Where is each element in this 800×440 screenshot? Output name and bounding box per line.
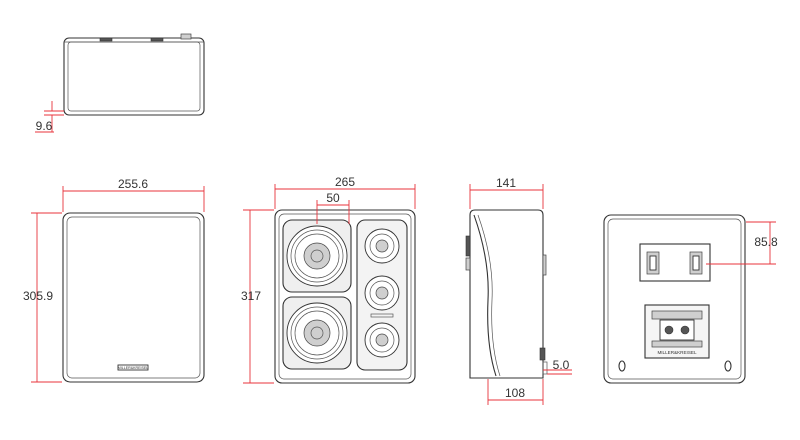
terminal-plate: MILLER&KREISEL: [644, 304, 710, 359]
dimension-side-base-depth-label: 108: [505, 386, 525, 400]
dimension-top-depth-label: 9.6: [36, 119, 53, 133]
front-logo-text: MILLER&KREISEL: [118, 366, 149, 370]
front-logo-badge: MILLER&KREISEL: [117, 364, 149, 371]
dimension-side-offset: 5.0: [543, 358, 572, 375]
wall-bracket: [639, 243, 711, 282]
dimension-rear-bracket-offset: 85.8: [706, 221, 778, 265]
dimension-side-depth-label: 141: [496, 176, 516, 190]
front-view-no-grille: [274, 209, 416, 384]
dimension-grille-off-width-label: 265: [335, 175, 355, 189]
tweeter-bottom: [364, 322, 400, 358]
side-view: [465, 209, 548, 379]
rear-logo-text: MILLER&KREISEL: [657, 350, 697, 355]
front-view: MILLER&KREISEL: [62, 212, 205, 383]
top-view: [63, 33, 205, 116]
dimension-grille-off-width: 265: [274, 175, 416, 209]
dimension-side-depth: 141: [469, 176, 544, 209]
tweeter-top: [364, 228, 400, 264]
dimension-front-width-label: 255.6: [118, 177, 148, 191]
dimension-driver-offset: 50: [316, 191, 350, 224]
woofer-lower: [282, 296, 352, 370]
dimension-front-width: 255.6: [62, 177, 205, 212]
dimension-side-base-depth: 108: [487, 379, 544, 405]
tweeter-middle: [364, 275, 400, 311]
dimension-front-height-label: 305.9: [23, 289, 53, 303]
dimension-driver-offset-label: 50: [326, 191, 340, 205]
dimension-side-offset-label: 5.0: [553, 358, 570, 372]
dimension-grille-off-height-label: 317: [241, 289, 261, 303]
dimension-top-depth: 9.6: [35, 101, 64, 133]
rear-view: MILLER&KREISEL: [603, 214, 746, 384]
woofer-upper: [282, 219, 352, 293]
dimension-grille-off-height: 317: [241, 209, 274, 384]
dimension-rear-bracket-offset-label: 85.8: [754, 235, 778, 249]
dimension-front-height: 305.9: [23, 212, 62, 383]
